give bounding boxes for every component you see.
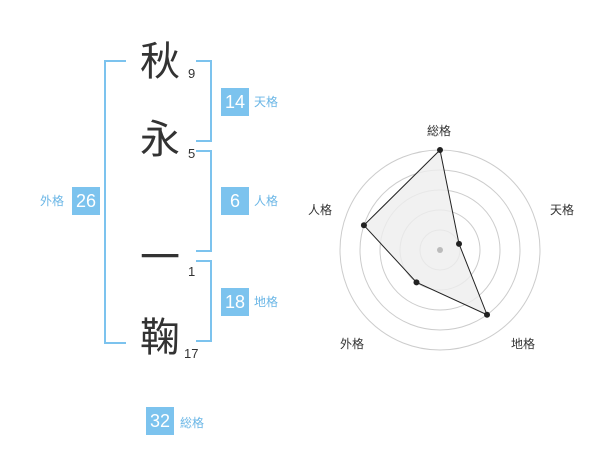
radar-polygon — [363, 148, 488, 316]
radar-point-2 — [456, 240, 463, 247]
tenkaku-value: 14 — [221, 88, 249, 116]
radar-point-4 — [413, 279, 420, 286]
gaikaku-bracket — [104, 60, 126, 344]
radar-point-5 — [360, 222, 367, 229]
jinkaku-label: 人格 — [254, 194, 279, 208]
chikaku-value: 18 — [221, 288, 249, 316]
stroke-count-1: 9 — [188, 66, 196, 81]
radar-axis-label-gaikaku: 外格 — [340, 337, 365, 351]
radar-point-3 — [484, 311, 491, 318]
gaikaku-label: 外格 — [40, 194, 65, 208]
soukaku-value: 32 — [146, 407, 174, 435]
radar-axis-label-soukaku: 総格 — [427, 124, 452, 138]
name-char-4: 鞠 — [140, 315, 180, 361]
chikaku-bracket — [196, 260, 212, 342]
name-char-2: 永 — [140, 117, 180, 163]
stroke-count-3: 1 — [188, 264, 196, 279]
stroke-count-2: 5 — [188, 146, 196, 161]
radar-point-1 — [437, 147, 443, 153]
tenkaku-label: 天格 — [254, 95, 279, 109]
radar-axis-label-tenkaku: 天格 — [550, 203, 575, 217]
jinkaku-bracket — [196, 150, 212, 252]
tenkaku-bracket — [196, 60, 212, 142]
radar-points — [360, 147, 491, 318]
radar-axis-label-chikaku: 地格 — [511, 337, 536, 351]
stroke-count-4: 17 — [184, 346, 199, 361]
chikaku-label: 地格 — [254, 295, 279, 309]
jinkaku-value: 6 — [221, 187, 249, 215]
radar-center — [437, 247, 443, 253]
name-char-3: 一 — [140, 235, 180, 281]
name-char-1: 秋 — [140, 39, 180, 85]
soukaku-label: 総格 — [180, 416, 205, 430]
radar-axis-label-jinkaku: 人格 — [308, 203, 333, 217]
gaikaku-value: 26 — [72, 187, 100, 215]
